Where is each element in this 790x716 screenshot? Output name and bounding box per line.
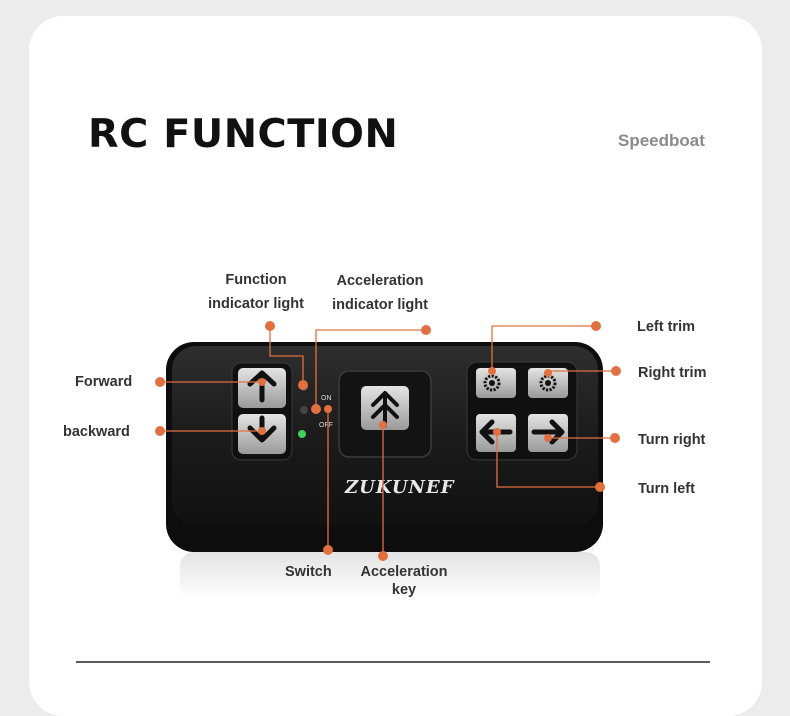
callout-lines [160,325,616,556]
switch-on-label: ON [321,395,332,402]
acceleration-indicator-label-2: indicator light [332,297,428,313]
turn-right-label: Turn right [638,432,706,448]
brand-logo: ZUKUNEF [344,477,455,498]
callout-dots [155,321,621,561]
double-chevron-up-icon [371,391,399,428]
page-subtitle: Speedboat [618,131,705,150]
divider [76,661,710,663]
right-trim-label: Right trim [638,365,707,381]
remote-diagram: ON OFF ZUKUNEF [155,321,621,600]
left-trim-label: Left trim [637,319,695,335]
left-trim-button[interactable] [476,368,516,398]
backward-label: backward [63,424,130,440]
function-indicator-label-1: Function [225,272,287,288]
turn-left-label: Turn left [638,481,695,497]
arrow-right-icon [531,419,565,445]
acceleration-key-label-1: Acceleration [360,564,448,580]
power-led [298,430,306,438]
page-title: RC FUNCTION [88,112,399,157]
device-reflection [180,552,600,600]
switch-label: Switch [285,564,332,580]
forward-label: Forward [75,374,133,390]
acceleration-indicator-label-1: Acceleration [336,273,424,289]
acceleration-key-label-2: key [391,582,417,598]
function-indicator-label-2: indicator light [208,296,304,312]
gear-icon [483,374,501,392]
forward-button[interactable] [238,368,286,408]
switch-off-label: OFF [319,422,333,429]
acceleration-key[interactable] [361,386,409,430]
turn-right-button[interactable] [528,414,568,452]
